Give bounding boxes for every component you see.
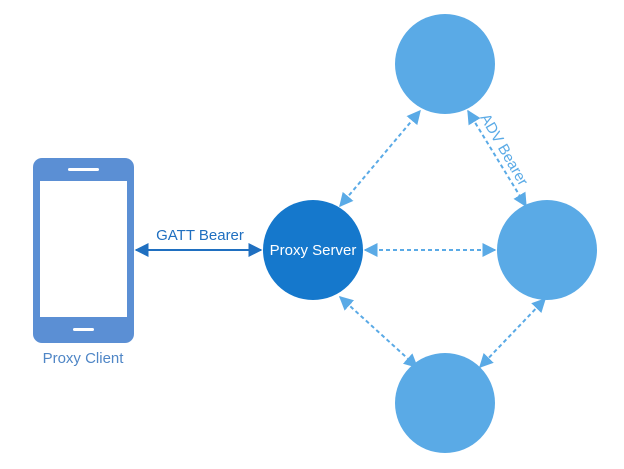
phone-icon: [33, 158, 134, 343]
proxy-client-label: Proxy Client: [43, 350, 125, 367]
proxy-server-label: Proxy Server: [270, 242, 357, 259]
adv-connection-top-right: [467, 109, 527, 208]
adv-bearer-label: ADV Bearer: [477, 111, 532, 189]
proxy-server-node: [263, 200, 363, 300]
adv-connection-right-bottom: [479, 297, 546, 369]
gatt-bearer-label: GATT Bearer: [156, 227, 244, 244]
phone-speaker: [68, 168, 99, 171]
phone-screen: [40, 181, 127, 317]
mesh-node-top: [395, 14, 495, 114]
adv-connection-server-top: [339, 109, 421, 208]
phone-home-button: [73, 328, 94, 331]
adv-connection-server-bottom: [338, 296, 419, 368]
mesh-node-right: [497, 200, 597, 300]
mesh-node-bottom: [395, 353, 495, 453]
